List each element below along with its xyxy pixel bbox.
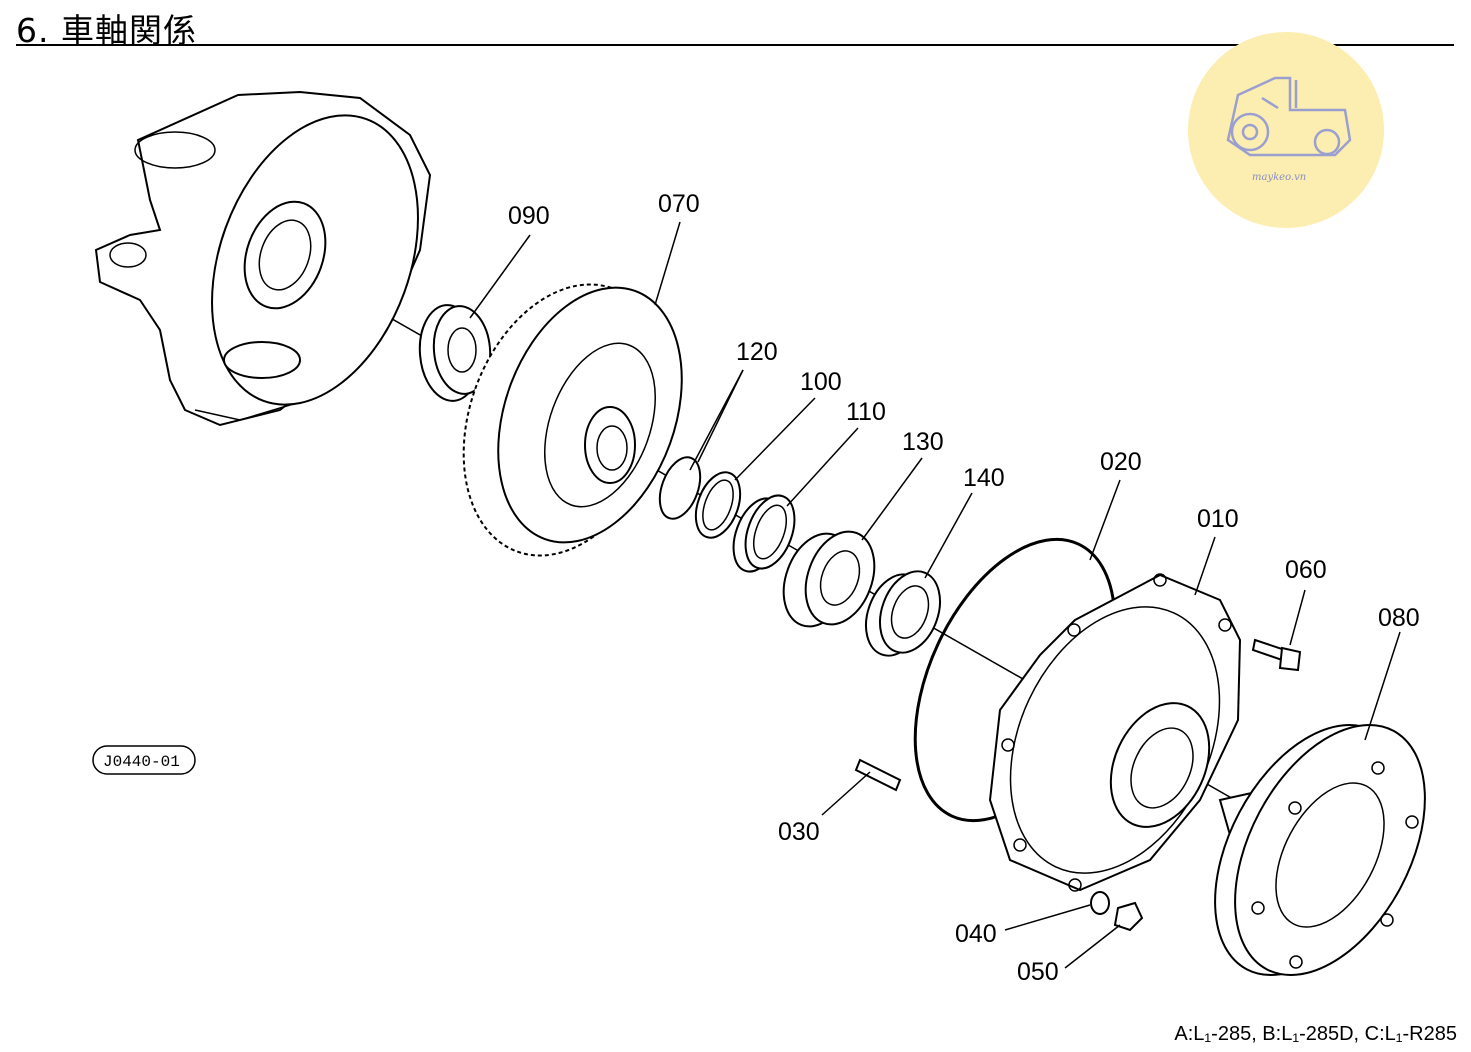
- housing-bore: [243, 200, 327, 310]
- oil-seal-140: [865, 570, 941, 657]
- axle-housing: [94, 90, 432, 427]
- callout-140: 140: [963, 464, 1005, 492]
- callout-130: 130: [902, 428, 944, 456]
- drawing-code-badge: J0440-01: [92, 745, 196, 775]
- callout-100: 100: [800, 368, 842, 396]
- logo-circle: [1188, 32, 1384, 228]
- cover-010: [988, 573, 1242, 892]
- callout-060: 060: [1285, 556, 1327, 584]
- nut-050: [1113, 901, 1144, 932]
- callout-010: 010: [1197, 505, 1239, 533]
- housing-lower-bore: [223, 341, 301, 379]
- callout-050: 050: [1017, 958, 1059, 986]
- callout-080: 080: [1378, 604, 1420, 632]
- callout-110: 110: [846, 398, 886, 426]
- title-rule: [16, 44, 1454, 46]
- callout-030: 030: [778, 818, 820, 846]
- bolt-060: [1251, 638, 1302, 672]
- drawing-code: J0440-01: [103, 753, 180, 771]
- bearing-130: [782, 530, 876, 628]
- model-applicability-note: A:L₁-285, B:L₁-285D, C:L₁-R285: [1174, 1023, 1457, 1045]
- callout-070: 070: [658, 190, 700, 218]
- logo-text: maykeo.vn: [1252, 172, 1306, 183]
- hub-flange-080: [1214, 724, 1426, 976]
- tractor-icon: [1226, 76, 1352, 157]
- stud-bolt-030: [854, 758, 902, 792]
- snap-ring-120: [658, 456, 702, 520]
- callout-020: 020: [1100, 448, 1142, 476]
- callout-040: 040: [955, 920, 997, 948]
- bearing-090: [418, 304, 492, 402]
- collar-110: [732, 494, 796, 573]
- page-title: 6. 車軸関係: [16, 11, 197, 50]
- logo-badge: maykeo.vn: [1188, 32, 1384, 228]
- washer-040: [1090, 891, 1110, 915]
- callout-120: 120: [736, 338, 778, 366]
- gear-070: [462, 283, 683, 557]
- callout-090: 090: [508, 202, 550, 230]
- shim-100: [694, 471, 742, 539]
- leader-lines: [469, 221, 1401, 969]
